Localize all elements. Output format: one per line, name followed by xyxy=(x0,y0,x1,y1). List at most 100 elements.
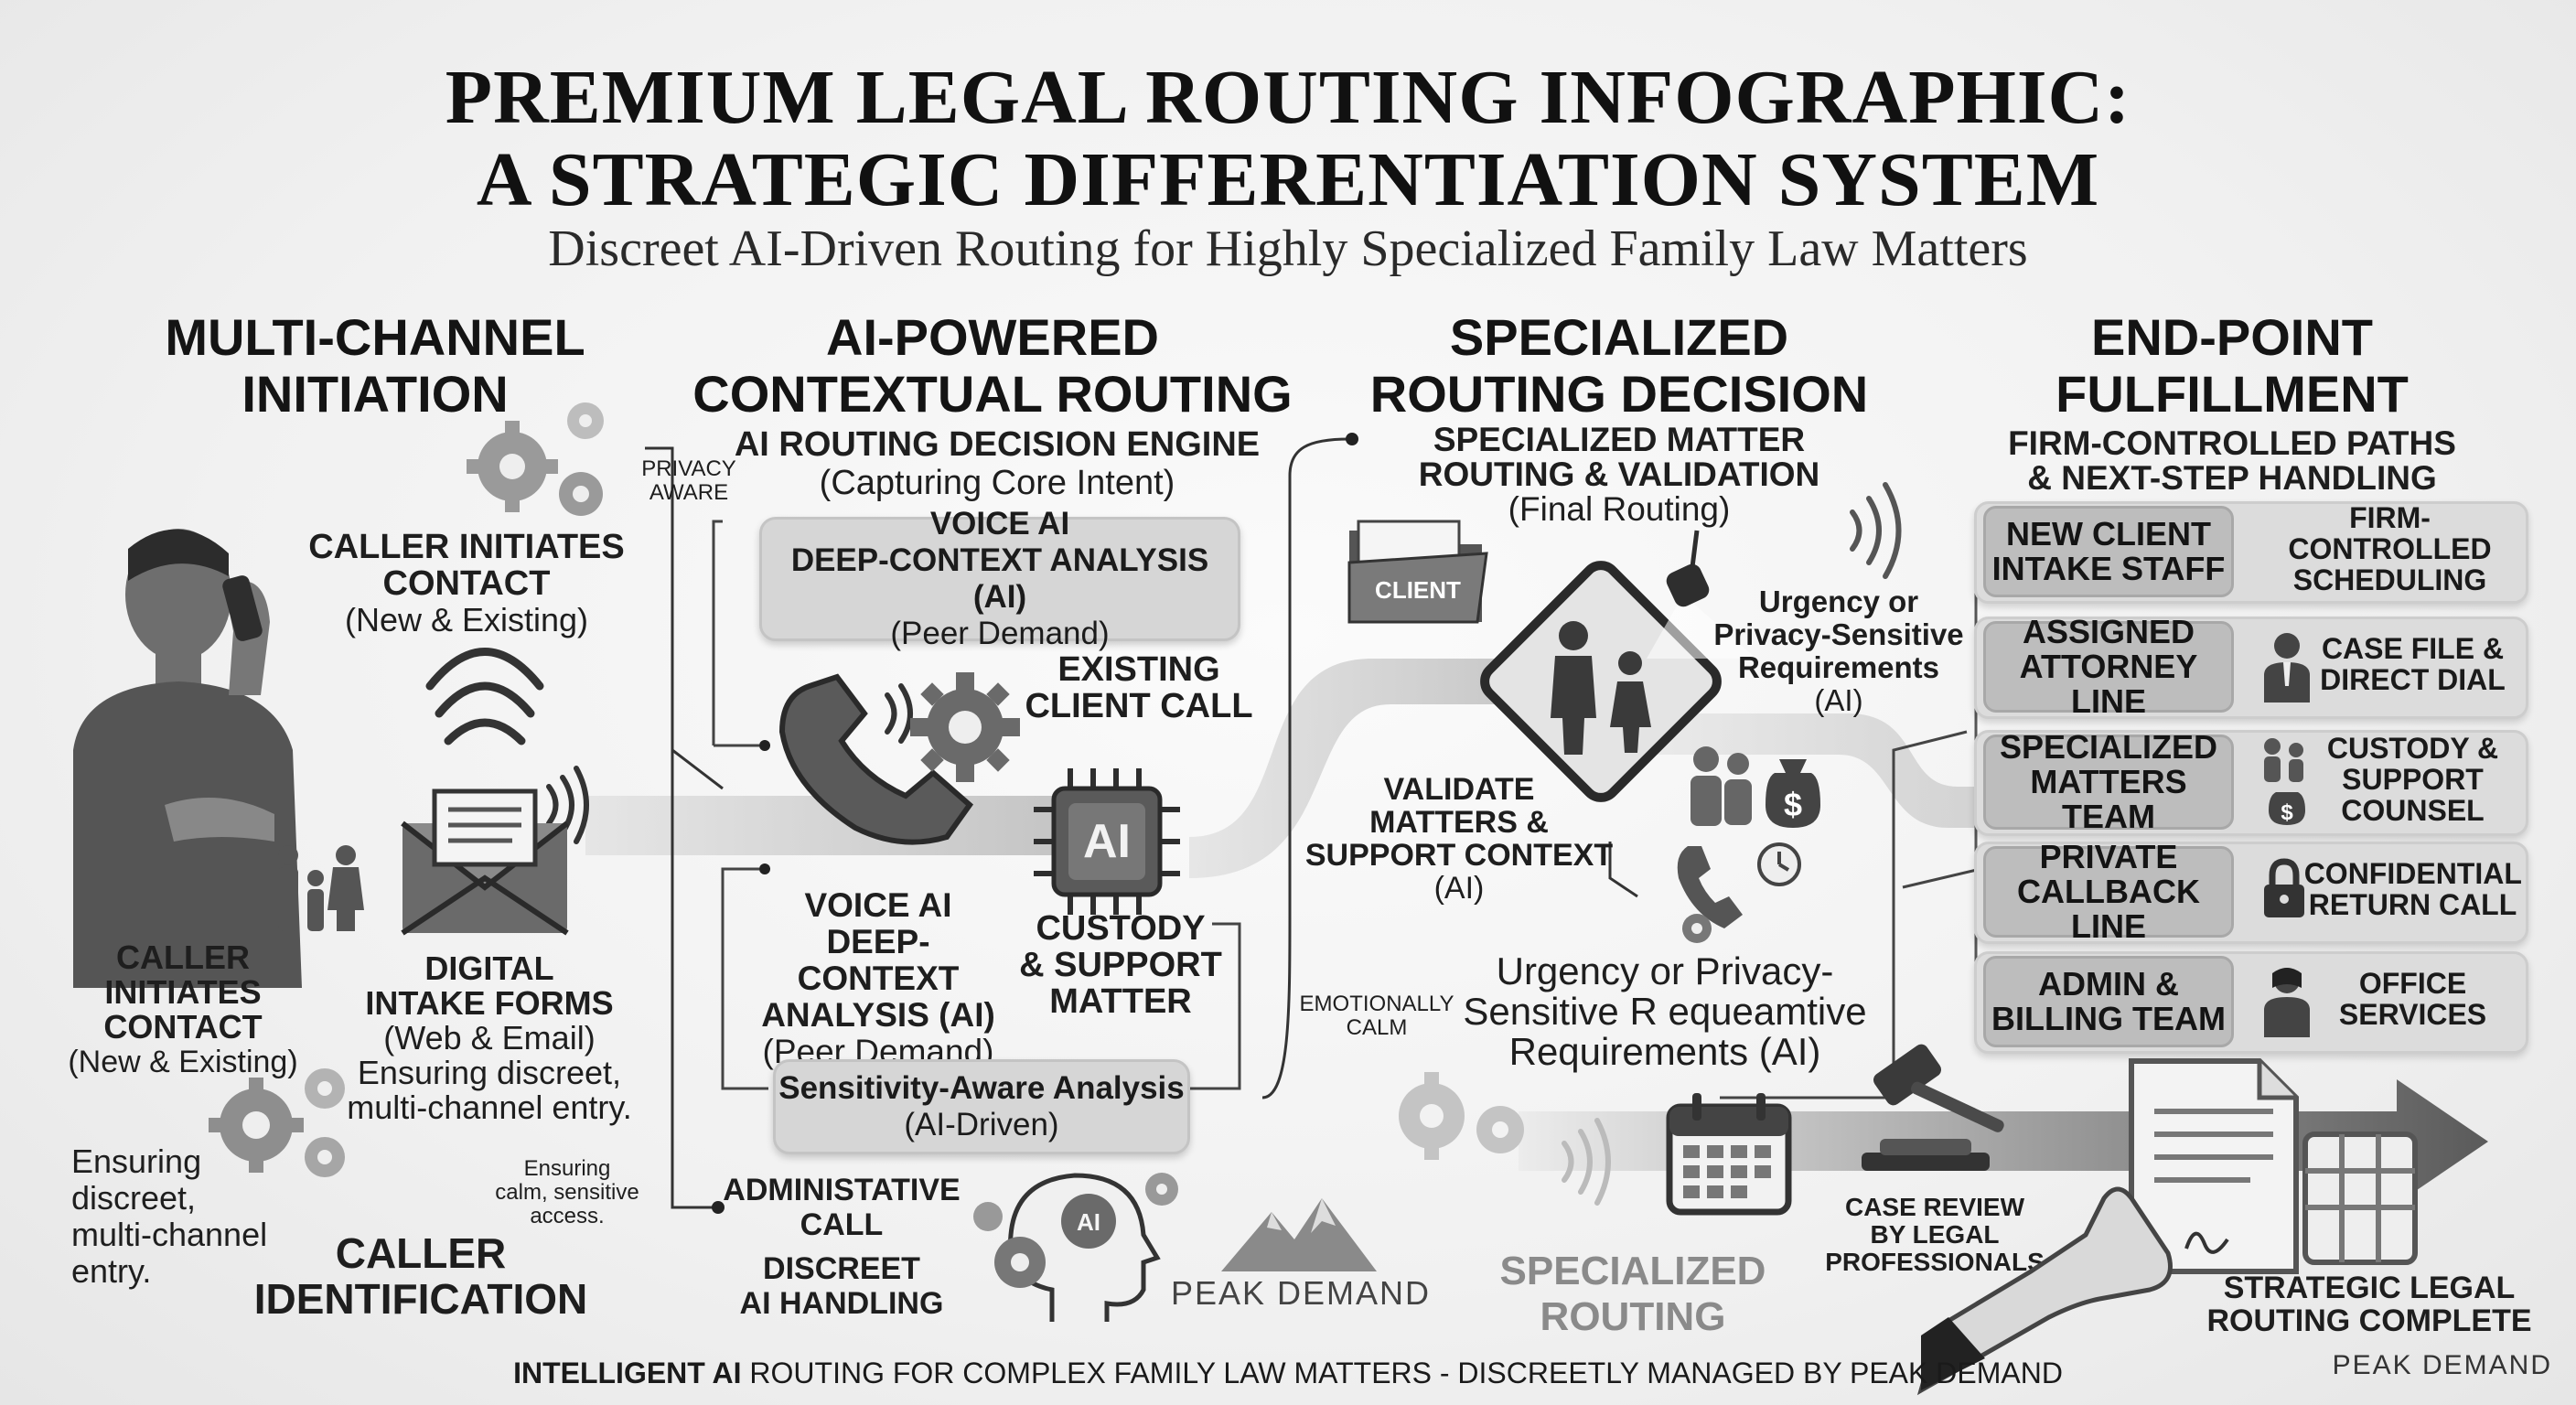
privacy-aware-line-2: AWARE xyxy=(649,480,729,505)
digital-intake-line-2: INTAKE FORMS xyxy=(365,984,614,1022)
phone-clock-gear-icon xyxy=(1677,842,1801,943)
gears-faded-icon xyxy=(1399,1072,1524,1160)
routing-complete: STRATEGIC LEGAL ROUTING COMPLETE xyxy=(2177,1271,2561,1337)
voice-ai-top-line-2: DEEP-CONTEXT ANALYSIS (AI) xyxy=(790,542,1209,615)
fulfillment-sub-line-2: & NEXT-STEP HANDLING xyxy=(2027,459,2437,497)
ai-head-icon xyxy=(973,1173,1178,1322)
column-3-heading-line-2: ROUTING DECISION xyxy=(1369,365,1869,423)
caller-initiates-top-line-1: CALLER INITIATES xyxy=(308,528,625,566)
caller-initiates-bottom: CALLER INITIATES CONTACT (New & Existing… xyxy=(37,940,329,1080)
caller-initiates-bottom-sub: (New & Existing) xyxy=(68,1045,298,1079)
urgency-bottom-line-1: Urgency or Privacy- xyxy=(1436,951,1894,992)
custody-support-line-2: & SUPPORT xyxy=(1019,946,1222,984)
row-2-right-label: CASE FILE & DIRECT DIAL xyxy=(2320,632,2506,696)
case-review: CASE REVIEW BY LEGAL PROFESSIONALS xyxy=(1820,1194,2049,1276)
row-5-right-label: OFFICE SERVICES xyxy=(2338,967,2487,1031)
column-2-heading-line-2: CONTEXTUAL ROUTING xyxy=(692,365,1293,423)
digital-intake-sub: (Web & Email) xyxy=(383,1019,596,1056)
custody-support-line-3: MATTER xyxy=(1049,982,1192,1021)
row-5-left-label: ADMIN & BILLING TEAM xyxy=(1983,956,2234,1047)
calm-access-line-3: access. xyxy=(530,1204,605,1228)
administrative-line-1: ADMINISTATIVE xyxy=(723,1173,961,1207)
gears-icon xyxy=(467,402,604,516)
voice-ai-bottom-line-1: VOICE AI xyxy=(804,886,952,924)
urgency-bottom-line-2: Sensitive R equeamtive xyxy=(1463,990,1867,1033)
custody-support-line-1: CUSTODY xyxy=(1036,909,1206,948)
row-4-right-label: CONFIDENTIAL RETURN CALL xyxy=(2303,857,2522,921)
privacy-aware-label: PRIVACY AWARE xyxy=(629,457,748,505)
specialized-routing-line-1: SPECIALIZED xyxy=(1499,1249,1766,1293)
row-3-right-label: CUSTODY & SUPPORT COUNSEL xyxy=(2326,732,2499,827)
emotionally-calm-line-2: CALM xyxy=(1346,1015,1408,1040)
custody-support-matter: CUSTODY & SUPPORT MATTER xyxy=(1011,910,1230,1020)
page-subtitle: Discreet AI-Driven Routing for Highly Sp… xyxy=(548,220,2028,277)
call-waves-icon xyxy=(885,683,913,744)
caller-identification-line-1: CALLER xyxy=(335,1229,507,1277)
envelope-icon xyxy=(401,788,569,936)
column-4-heading-line-2: FULFILLMENT xyxy=(2055,365,2409,423)
mountain-logo-icon xyxy=(1221,1198,1377,1271)
validate-matters: VALIDATE MATTERS & SUPPORT CONTEXT (AI) xyxy=(1304,773,1615,905)
voice-ai-top-line-3: (Peer Demand) xyxy=(890,616,1110,651)
spotlight-icon xyxy=(1647,530,1756,659)
digital-ensuring-line-1: Ensuring discreet, xyxy=(357,1054,622,1091)
urgency-privacy-bottom: Urgency or Privacy- Sensitive R equeamti… xyxy=(1436,951,1894,1072)
left-ensuring-block: Ensuring discreet, multi-channel entry. xyxy=(71,1143,273,1290)
case-review-line-1: CASE REVIEW xyxy=(1844,1193,2025,1221)
left-ensuring-line-1: Ensuring xyxy=(71,1142,202,1180)
client-folder-label: CLIENT xyxy=(1375,576,1461,604)
row-4-left-label: PRIVATE CALLBACK LINE xyxy=(1983,840,2234,944)
discreet-line-1: DISCREET xyxy=(763,1251,920,1286)
signed-document-hand-icon xyxy=(1916,1058,2418,1396)
lock-icon xyxy=(2264,858,2304,917)
discreet-ai-handling: DISCREET AI HANDLING xyxy=(718,1251,965,1321)
caller-identification-line-2: IDENTIFICATION xyxy=(253,1275,588,1323)
page-title-line-2: A STRATEGIC DIFFERENTIATION SYSTEM xyxy=(476,137,2100,222)
voice-ai-bottom-line-3: ANALYSIS (AI) xyxy=(761,996,995,1034)
column-2-heading-line-1: AI-POWERED xyxy=(826,308,1159,366)
urgency-top-line-4: (AI) xyxy=(1814,683,1863,717)
existing-client-line-2: CLIENT CALL xyxy=(1025,687,1253,725)
gavel-icon xyxy=(1862,1044,2004,1171)
row-2-left-label: ASSIGNED ATTORNEY LINE xyxy=(1983,615,2234,719)
footer-bold: INTELLIGENT AI xyxy=(513,1357,742,1389)
family-money-icon: $ xyxy=(2264,738,2305,825)
family-icon xyxy=(278,845,364,931)
column-3-heading: SPECIALIZED ROUTING DECISION xyxy=(1354,309,1884,423)
voice-ai-panel-top: VOICE AI DEEP-CONTEXT ANALYSIS (AI) (Pee… xyxy=(759,506,1240,651)
signal-waves-right-icon xyxy=(1850,482,1902,579)
column-1-heading-line-2: INITIATION xyxy=(242,365,509,423)
discreet-line-2: AI HANDLING xyxy=(739,1286,944,1321)
urgency-top-line-3: Requirements xyxy=(1737,650,1940,684)
column-1-heading: MULTI-CHANNEL INITIATION xyxy=(101,309,649,423)
family-diamond-sign-icon xyxy=(1480,561,1722,802)
digital-ensuring-line-2: multi-channel entry. xyxy=(347,1089,632,1126)
urgency-bottom-line-1-text: Urgency or Privacy- xyxy=(1496,949,1834,992)
column-4-heading: END-POINT FULFILLMENT xyxy=(1967,309,2497,423)
footer-tagline: INTELLIGENT AI ROUTING FOR COMPLEX FAMIL… xyxy=(0,1357,2576,1390)
ai-chip-label: AI xyxy=(1083,815,1131,868)
gears-left-icon xyxy=(209,1068,345,1177)
row-3-left-label: SPECIALIZED MATTERS TEAM xyxy=(1983,730,2234,834)
specialized-matter-line-1: SPECIALIZED MATTER xyxy=(1433,421,1806,458)
row-1-left-label: NEW CLIENT INTAKE STAFF xyxy=(1983,506,2234,597)
administrative-line-2: CALL xyxy=(800,1207,884,1242)
routing-engine-label: AI ROUTING DECISION ENGINE (Capturing Co… xyxy=(714,425,1281,502)
specialized-matter-line-3: (Final Routing) xyxy=(1508,490,1731,528)
signal-waves-faded-icon xyxy=(1562,1118,1611,1206)
footer-rest: ROUTING FOR COMPLEX FAMILY LAW MATTERS -… xyxy=(741,1357,2063,1389)
specialized-routing-faded: SPECIALIZED ROUTING xyxy=(1464,1249,1802,1340)
routing-complete-line-1: STRATEGIC LEGAL xyxy=(2223,1271,2516,1305)
caller-initiates-top-line-2: CONTACT xyxy=(382,564,551,603)
validate-line-2: MATTERS & xyxy=(1369,805,1549,840)
ai-head-label: AI xyxy=(1077,1208,1100,1236)
attorney-icon xyxy=(2264,633,2310,702)
office-staff-icon xyxy=(2264,968,2310,1037)
case-review-line-3: PROFESSIONALS xyxy=(1825,1248,2045,1276)
caller-person-icon xyxy=(73,529,302,988)
privacy-aware-line-1: PRIVACY xyxy=(641,456,736,481)
caller-initiates-bottom-line-2: CONTACT xyxy=(103,1008,263,1046)
client-folder-icon xyxy=(1347,520,1488,624)
sensitivity-analysis-panel: Sensitivity-Aware Analysis (AI-Driven) xyxy=(773,1059,1190,1154)
left-ensuring-line-2: discreet, xyxy=(71,1179,197,1217)
